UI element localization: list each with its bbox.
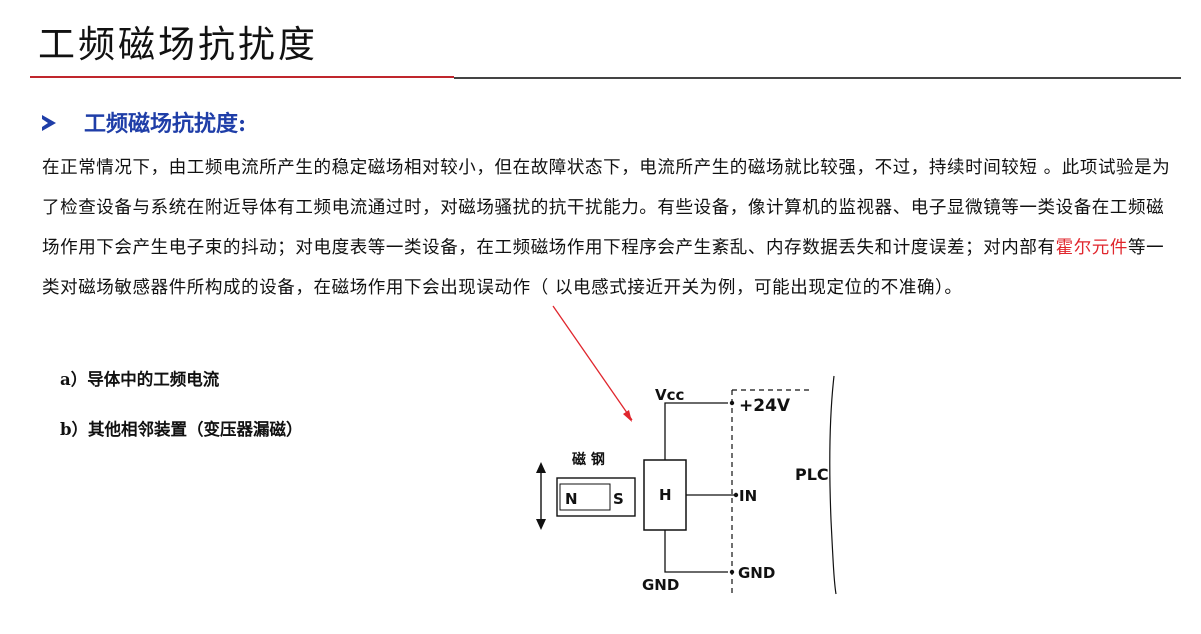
circuit-wires <box>664 402 736 573</box>
plus24v-label: +24V <box>739 396 791 416</box>
paragraph-text-2: 等一类对磁场敏感器件所构成的设备，在磁场作用下会出现误动作（ 以电感式接近开关为… <box>42 238 1165 298</box>
plc-label: PLC <box>795 465 829 484</box>
section-heading-text: 工频磁场抗扰度: <box>84 111 247 137</box>
magnet-label: 磁 钢 <box>572 451 605 468</box>
hall-element-highlight: 霍尔元件 <box>1055 238 1129 258</box>
section-heading: 工频磁场抗扰度: <box>42 106 246 138</box>
red-pointer-arrow <box>552 305 633 422</box>
magnet-s-label: S <box>613 490 624 508</box>
magnet-n-box <box>559 483 611 511</box>
motion-arrow-icon <box>536 462 546 530</box>
list-item-a: a）导体中的工频电流 <box>60 370 220 389</box>
hall-sensor-label: H <box>659 486 672 504</box>
terminal-dots <box>729 400 739 575</box>
title-divider-gray <box>454 77 1181 79</box>
page-title: 工频磁场抗扰度 <box>38 23 318 66</box>
hall-sensor <box>643 459 687 531</box>
in-label: IN <box>739 487 757 505</box>
list-item-b: b）其他相邻装置（变压器漏磁） <box>60 420 303 439</box>
body-paragraph: 在正常情况下，由工频电流所产生的稳定磁场相对较小，但在故障状态下，电流所产生的磁… <box>42 148 1182 308</box>
magnet-n-label: N <box>565 490 578 508</box>
gnd-right-label: GND <box>738 564 775 582</box>
paragraph-text-1: 在正常情况下，由工频电流所产生的稳定磁场相对较小，但在故障状态下，电流所产生的磁… <box>42 158 1171 258</box>
title-divider-red <box>30 76 454 78</box>
magnet <box>556 477 636 517</box>
vcc-label: Vcc <box>655 386 684 404</box>
gnd-left-label: GND <box>642 576 679 594</box>
arrow-bullet-icon <box>42 115 56 131</box>
plc-box <box>731 375 837 596</box>
